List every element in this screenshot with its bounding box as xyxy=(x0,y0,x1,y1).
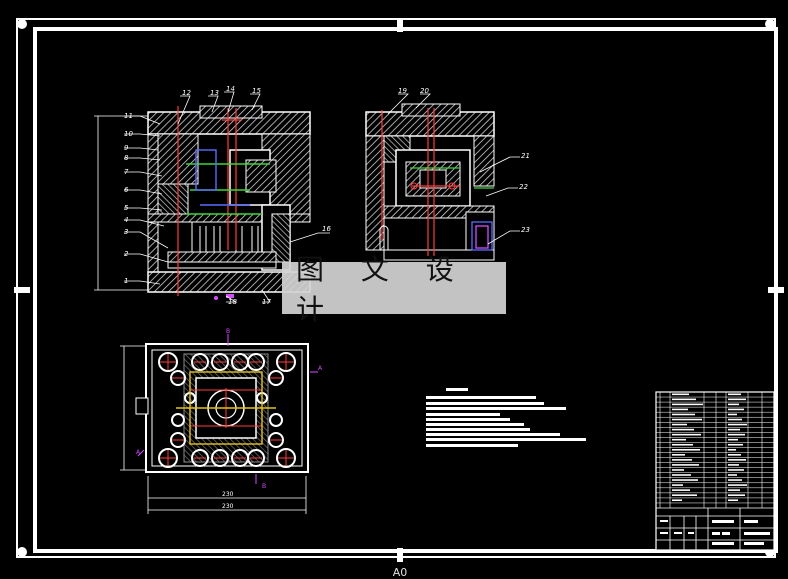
bom-cell-mark xyxy=(672,418,702,421)
bom-cell-mark xyxy=(728,423,747,426)
bom-cell-mark xyxy=(672,408,688,411)
bom-cell-mark xyxy=(672,464,699,466)
bom-cell-mark xyxy=(672,499,682,502)
bom-cell-mark xyxy=(728,413,737,416)
section-mark-a-right: A xyxy=(318,365,323,372)
part-label-15: 15 xyxy=(252,87,261,95)
bom-cell-mark xyxy=(672,469,684,471)
part-label-7: 7 xyxy=(124,168,129,176)
bom-cell-mark xyxy=(728,428,740,431)
side-view: 19 20 21 22 23 xyxy=(365,87,530,261)
bom-cell-mark xyxy=(672,489,690,491)
part-label-16: 16 xyxy=(322,225,331,233)
dim-outer-width: 230 xyxy=(222,503,234,510)
bom-cell-mark xyxy=(672,428,694,431)
bom-cell-mark xyxy=(728,393,741,396)
bom-cell-mark xyxy=(728,484,747,486)
part-label-2: 2 xyxy=(124,250,129,258)
bom-cell-mark xyxy=(728,438,738,441)
bom-cell-mark xyxy=(672,438,686,441)
bom-cell-mark xyxy=(728,398,746,401)
part-label-20: 20 xyxy=(420,87,429,95)
bom-cell-mark xyxy=(728,469,744,471)
part-label-17: 17 xyxy=(262,298,271,306)
part-label-6: 6 xyxy=(124,186,129,194)
bom-cell-mark xyxy=(728,408,744,411)
bom-cell-mark xyxy=(672,433,701,436)
part-label-1: 1 xyxy=(124,277,128,285)
front-view: 11 10 9 8 7 6 5 4 3 2 1 12 13 14 15 16 1… xyxy=(94,85,331,306)
bom-cell-mark xyxy=(728,443,743,446)
part-label-9: 9 xyxy=(124,144,129,152)
part-label-14: 14 xyxy=(226,85,235,93)
bom-cell-mark xyxy=(672,423,687,426)
bom-cell-mark xyxy=(728,494,745,496)
bom-cell-mark xyxy=(728,489,740,491)
bom-cell-mark xyxy=(728,448,736,451)
technical-requirements xyxy=(426,388,586,447)
bom-cell-mark xyxy=(672,403,703,406)
part-label-21: 21 xyxy=(521,152,530,160)
bom-cell-mark xyxy=(672,459,692,461)
bom-cell-mark xyxy=(672,443,693,446)
bom-cell-mark xyxy=(728,499,738,502)
section-mark-b-bottom: B xyxy=(262,483,266,490)
bom-cell-mark xyxy=(672,479,698,481)
bom-cell-mark xyxy=(728,474,737,476)
part-label-10: 10 xyxy=(124,130,133,138)
part-label-13: 13 xyxy=(210,89,219,97)
sheet-size-label: A0 xyxy=(392,566,408,579)
bom-cell-mark xyxy=(728,418,742,421)
bom-cell-mark xyxy=(728,459,746,461)
bom-cell-mark xyxy=(672,454,685,456)
part-label-19: 19 xyxy=(398,87,407,95)
section-mark-a-left: A xyxy=(136,449,141,456)
part-label-3: 3 xyxy=(124,228,128,236)
part-label-22: 22 xyxy=(519,183,528,191)
title-block xyxy=(655,391,775,551)
bom-cell-mark xyxy=(728,479,742,481)
bom-cell-mark xyxy=(672,398,696,401)
bom-cell-mark xyxy=(672,484,683,486)
part-label-12: 12 xyxy=(182,89,191,97)
bom-cell-mark xyxy=(672,494,697,496)
bom-cell-mark xyxy=(672,474,691,476)
section-mark-b-top: B xyxy=(226,328,230,335)
part-label-8: 8 xyxy=(124,154,129,162)
bom-cell-mark xyxy=(728,433,745,436)
top-view: B A A B 230 230 xyxy=(120,328,323,514)
bom-cell-mark xyxy=(672,393,689,396)
bom-cell-mark xyxy=(728,403,739,406)
watermark-label: 图 文 设 计 xyxy=(282,253,506,326)
part-label-23: 23 xyxy=(521,226,530,234)
bom-cell-mark xyxy=(728,454,741,456)
bom-cell-mark xyxy=(672,413,695,416)
bom-cell-mark xyxy=(728,464,739,466)
part-label-4: 4 xyxy=(124,216,128,224)
part-label-18: 18 xyxy=(228,298,237,306)
part-label-11: 11 xyxy=(124,112,133,120)
dim-inner-width: 230 xyxy=(222,491,234,498)
part-label-5: 5 xyxy=(124,204,129,212)
bom-cell-mark xyxy=(672,448,700,451)
